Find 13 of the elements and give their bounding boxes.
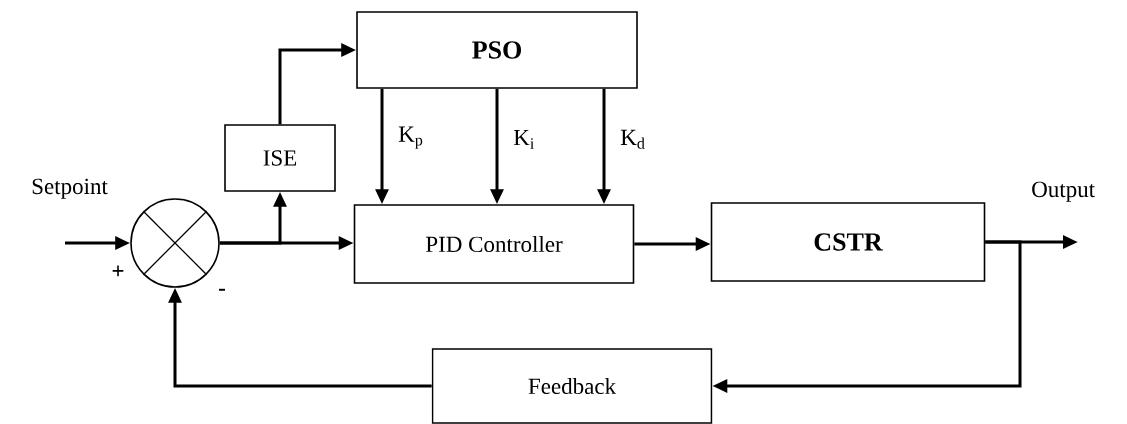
edge-label: K$_{i}$ [513,130,534,149]
sign-label: + [112,265,124,277]
edge-label: Output [1032,181,1095,202]
process-box: Feedback [431,348,713,424]
process-box: PID Controller [353,204,635,284]
process-box: PSO [356,11,638,89]
edge-label: K$_{p}$ [398,126,423,149]
process-box: CSTR [710,202,986,282]
summing-junction [130,198,220,288]
sign-label: - [219,288,225,291]
process-box: ISE [224,124,336,192]
edge-label: K$_{d}$ [620,129,645,149]
edge-label: Setpoint [32,178,108,199]
